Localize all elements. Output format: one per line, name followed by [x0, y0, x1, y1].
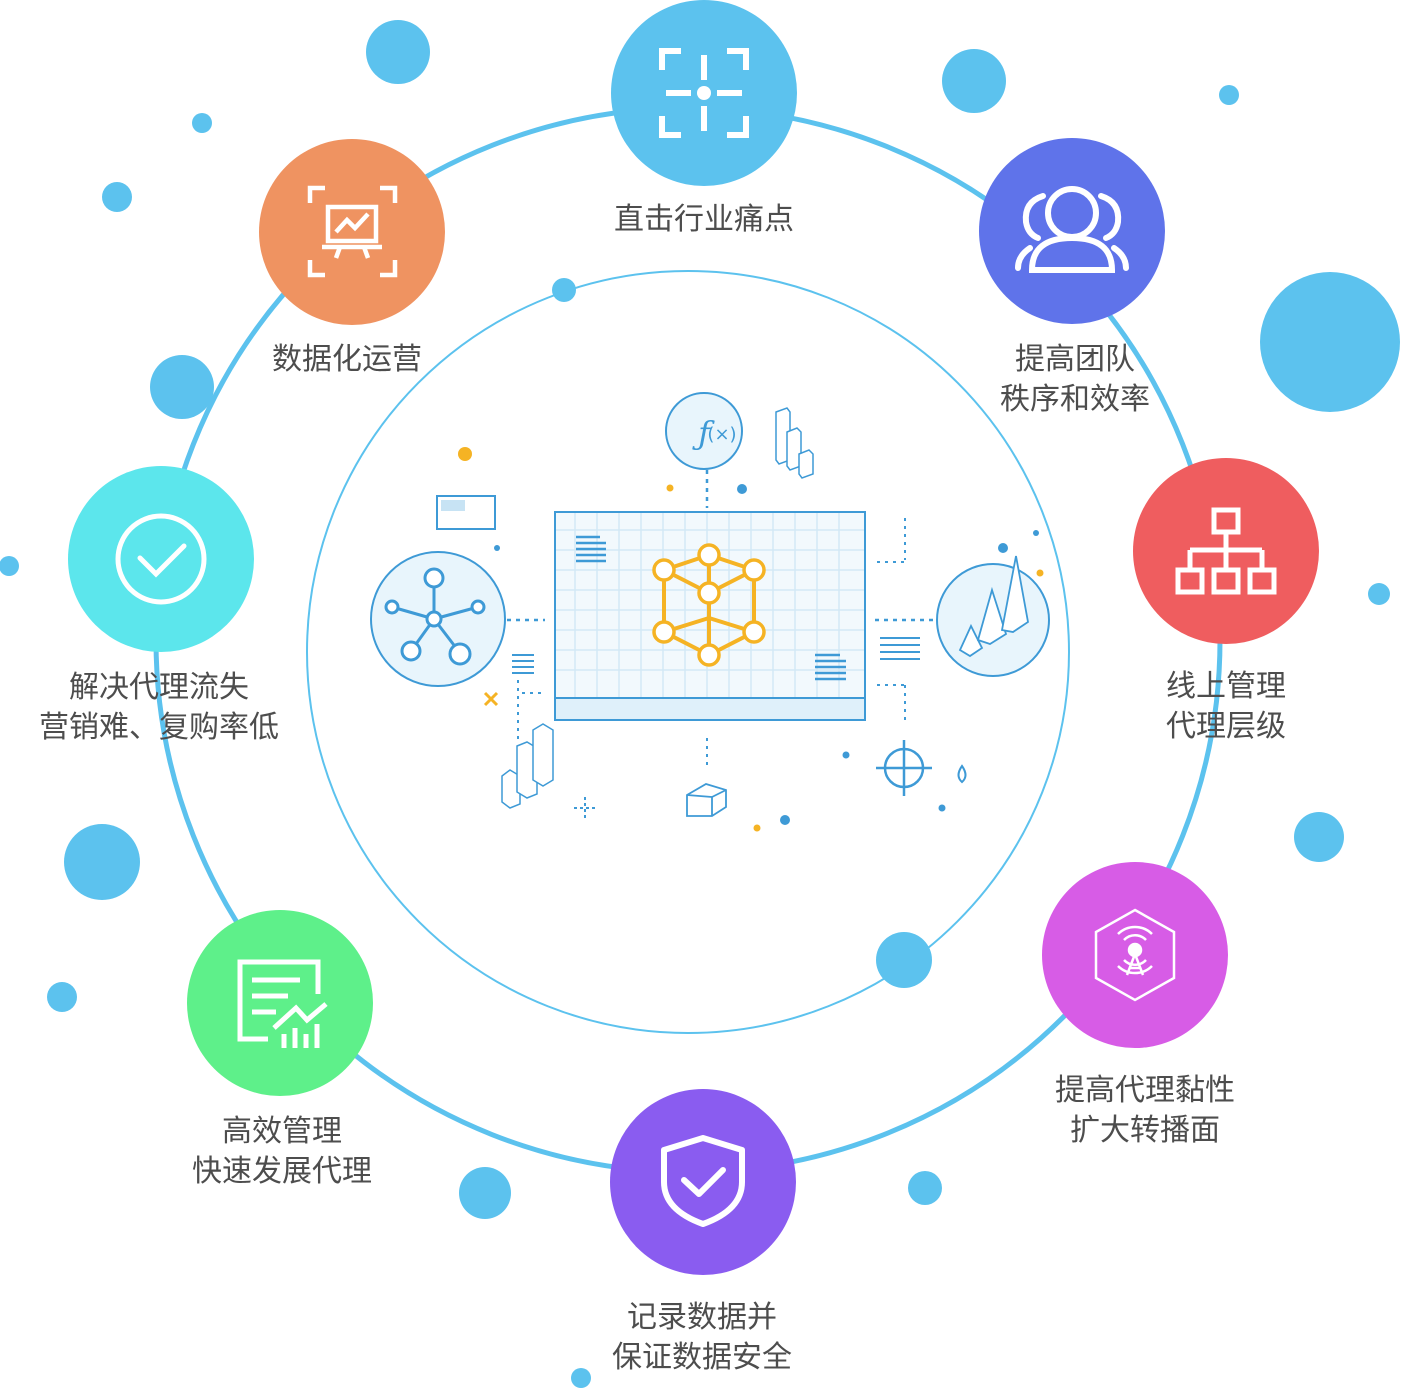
label-pain-points-line1: 直击行业痛点 — [614, 202, 794, 237]
shield-check-icon — [661, 1135, 745, 1227]
label-solve-agent-loss: 解决代理流失 营销难、复购率低 — [39, 668, 279, 748]
node-pain-points — [611, 0, 797, 186]
team-users-icon — [1015, 186, 1129, 273]
label-team-efficiency-line2: 秩序和效率 — [1000, 382, 1150, 417]
cross-mark-icon — [483, 691, 499, 707]
label-efficient-management-line2: 快速发展代理 — [192, 1154, 372, 1189]
function-badge-icon: ƒ (×) — [665, 392, 743, 470]
label-data-operations-line1: 数据化运营 — [272, 342, 422, 377]
hub-network-icon — [370, 551, 506, 687]
label-data-security-line1: 记录数据并 — [627, 1300, 777, 1335]
broadcast-hexagon-icon — [1094, 908, 1176, 1002]
node-online-management — [1133, 458, 1319, 644]
drop-icon — [957, 764, 967, 784]
cube-network-icon — [652, 543, 766, 667]
presentation-chart-icon — [307, 185, 398, 278]
label-data-security: 记录数据并 保证数据安全 — [612, 1298, 792, 1378]
label-online-management: 线上管理 代理层级 — [1166, 667, 1286, 747]
crosshair-icon — [876, 740, 932, 796]
sparkle-icon — [574, 797, 596, 819]
node-solve-agent-loss — [68, 466, 254, 652]
label-data-security-line2: 保证数据安全 — [612, 1340, 792, 1375]
node-data-security — [610, 1089, 796, 1275]
report-chart-icon — [237, 959, 328, 1048]
node-data-operations — [259, 139, 445, 325]
label-team-efficiency: 提高团队 秩序和效率 — [1000, 340, 1150, 420]
label-agent-stickiness: 提高代理黏性 扩大转播面 — [1055, 1071, 1235, 1151]
node-efficient-management — [187, 910, 373, 1096]
label-online-management-line1: 线上管理 — [1166, 669, 1286, 704]
label-data-operations: 数据化运营 — [272, 340, 422, 380]
inner-ring — [306, 270, 1070, 1034]
node-team-efficiency — [979, 138, 1165, 324]
label-agent-stickiness-line2: 扩大转播面 — [1070, 1113, 1220, 1148]
crystal-bars-icon — [501, 723, 554, 809]
box-3d-icon — [686, 783, 727, 817]
label-pain-points: 直击行业痛点 — [614, 200, 794, 240]
label-solve-agent-loss-line2: 营销难、复购率低 — [39, 710, 279, 745]
list-lines — [512, 637, 920, 674]
label-online-management-line2: 代理层级 — [1166, 709, 1286, 744]
bar-chart-3d-icon — [775, 407, 814, 479]
label-efficient-management: 高效管理 快速发展代理 — [192, 1112, 372, 1192]
decorative-bubbles — [0, 20, 1400, 1388]
svg-text:ƒ: ƒ — [692, 414, 715, 452]
svg-text:(×): (×) — [707, 424, 736, 445]
org-chart-icon — [1175, 507, 1277, 595]
peak-chart-icon — [936, 555, 1050, 677]
dash-lines — [517, 518, 906, 770]
node-agent-stickiness — [1042, 862, 1228, 1048]
label-efficient-management-line1: 高效管理 — [222, 1114, 342, 1149]
center-illustration: ƒ (×) — [370, 392, 1050, 832]
label-agent-stickiness-line1: 提高代理黏性 — [1055, 1073, 1235, 1108]
label-solve-agent-loss-line1: 解决代理流失 — [69, 670, 249, 705]
mini-window-icon — [436, 495, 496, 530]
accent-dots — [458, 447, 1044, 832]
focus-target-icon — [659, 48, 749, 138]
check-circle-icon — [115, 513, 207, 605]
label-team-efficiency-line1: 提高团队 — [1015, 342, 1135, 377]
